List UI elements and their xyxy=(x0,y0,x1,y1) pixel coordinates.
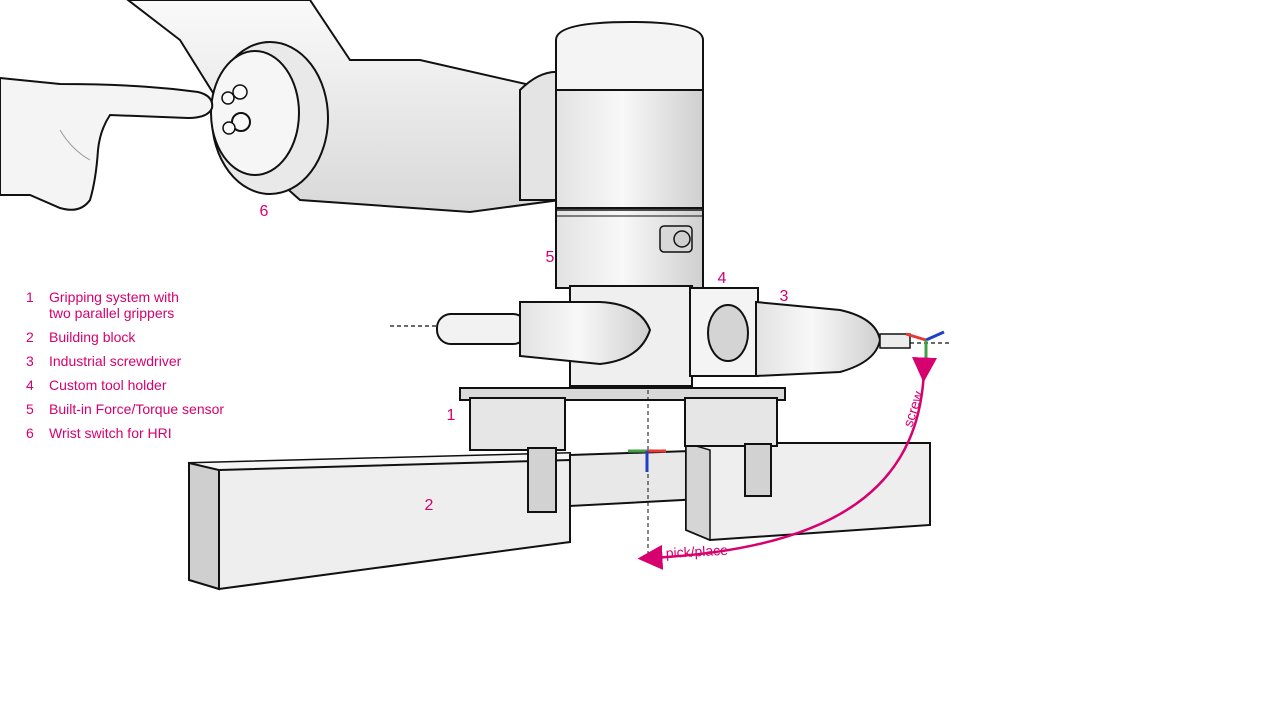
legend-number: 1 xyxy=(26,289,34,305)
legend-number: 3 xyxy=(26,353,34,369)
legend-number: 2 xyxy=(26,329,34,345)
callout-4: 4 xyxy=(717,270,727,287)
callout-6: 6 xyxy=(259,203,269,220)
legend-number: 4 xyxy=(26,377,34,393)
pick-place-label: pick/place xyxy=(665,542,728,561)
pointing-hand-icon xyxy=(0,76,214,211)
legend-item: 4 Custom tool holder xyxy=(26,377,286,393)
coordinate-frame-icon xyxy=(905,330,945,360)
legend: 1 Gripping system with two parallel grip… xyxy=(26,289,286,449)
building-block xyxy=(188,442,931,591)
legend-text: Wrist switch for HRI xyxy=(49,425,172,441)
legend-number: 5 xyxy=(26,401,34,417)
legend-item: 2 Building block xyxy=(26,329,286,345)
wrist-switch-icon xyxy=(221,84,251,135)
callout-1: 1 xyxy=(446,407,456,424)
legend-text: Industrial screwdriver xyxy=(49,353,182,369)
callout-5: 5 xyxy=(545,249,555,266)
motion-arrow xyxy=(637,357,937,570)
legend-item: 6 Wrist switch for HRI xyxy=(26,425,286,441)
legend-text: Built-in Force/Torque sensor xyxy=(49,401,225,417)
legend-text: Gripping system with two parallel grippe… xyxy=(49,289,179,321)
legend-number: 6 xyxy=(26,425,34,441)
legend-item: 5 Built-in Force/Torque sensor xyxy=(26,401,286,417)
screw-label: screw xyxy=(900,388,927,429)
callout-3: 3 xyxy=(779,288,789,305)
legend-text: Building block xyxy=(49,329,136,345)
tool-cylinder-left xyxy=(390,301,652,366)
legend-item: 1 Gripping system with two parallel grip… xyxy=(26,289,286,321)
legend-text: Custom tool holder xyxy=(49,377,167,393)
robot-arm xyxy=(126,0,704,289)
callout-2: 2 xyxy=(424,497,434,514)
legend-item: 3 Industrial screwdriver xyxy=(26,353,286,369)
